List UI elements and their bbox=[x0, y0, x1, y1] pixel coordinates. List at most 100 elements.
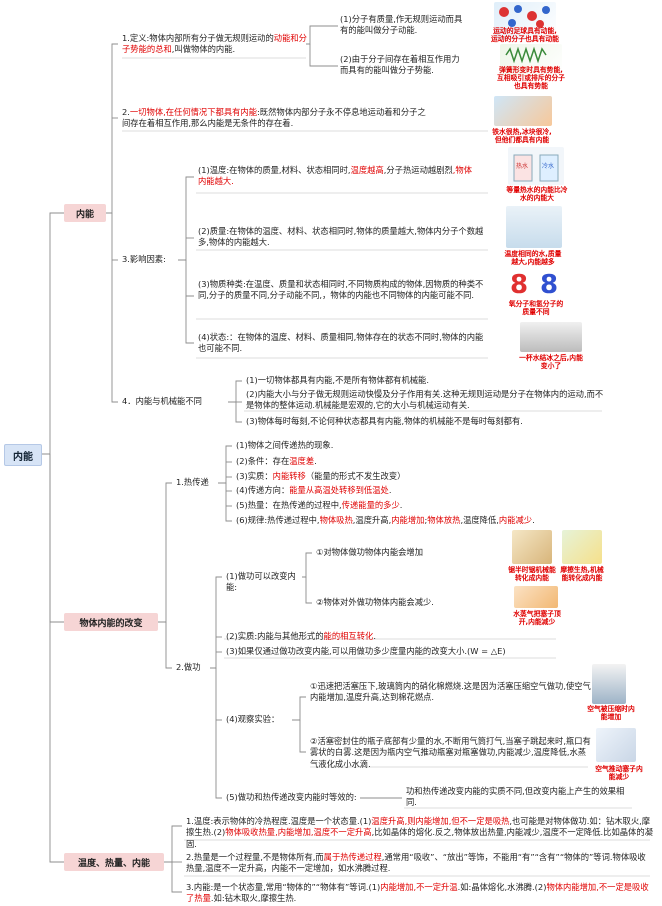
heat-transfer-3: (3)实质：内能转移（能量的形式不发生改变） bbox=[236, 471, 516, 482]
branch-change[interactable]: 物体内能的改变 bbox=[64, 613, 158, 631]
spring-icon bbox=[505, 46, 547, 64]
work-equivalent-detail: 功和热传递改变内能的实质不同,但改变内能上产生的效果相同. bbox=[406, 786, 625, 808]
heat-3-text: (3)实质： bbox=[236, 471, 273, 481]
water-ice-illustration bbox=[520, 322, 582, 352]
friction-caption: 摩擦生热,机械能转化成内能 bbox=[560, 566, 604, 582]
state-caption: 一杯水结冰之后,内能变小了 bbox=[519, 354, 583, 370]
compress-caption: 空气被压缩时内能增加 bbox=[587, 705, 635, 721]
kinetic-energy-node: (1)分子有质量,作无规则运动而具有的能叫做分子动能. bbox=[340, 14, 463, 36]
heat-6-t1: (6)规律:热传递过程中, bbox=[236, 515, 320, 525]
iron-ice-illustration bbox=[494, 96, 552, 126]
factor-mass-node: (2)质量:在物体的温度、材料、状态相同时,物体的质量越大,物体内分子个数越多,… bbox=[198, 226, 484, 248]
heat-transfer-4: (4)传递方向：能量从高温处转移到低温处. bbox=[236, 485, 516, 496]
temperature-h2: 物体吸收热量,内能增加,温度不一定升高 bbox=[225, 827, 372, 838]
piston-illustration bbox=[592, 664, 626, 704]
hydrogen-molecule-icon: 8 bbox=[540, 270, 559, 300]
always-text: :既然物体内部分子永不停息地运动着和分子之间存在着相互作用,那么内能是无条件的存… bbox=[122, 107, 426, 129]
molecule-motion-illustration bbox=[494, 2, 556, 40]
heat-q1: 2.热量是一个过程量,不是物体所有,而 bbox=[186, 852, 324, 862]
heat-transfer-5: (5)热量：在热传递的过程中,传递能量的多少. bbox=[236, 500, 516, 511]
spring-illustration bbox=[500, 44, 562, 76]
work-by-object: ②物体对外做功物体内能会减少. bbox=[316, 597, 434, 607]
mechanical-energy-label: 4．内能与机械能不同 bbox=[122, 396, 202, 406]
heat-5-highlight: 传递能量的多少 bbox=[341, 500, 400, 510]
heat-3-suffix: （能量的形式不发生改变） bbox=[305, 471, 406, 481]
temperature-t1: 1.温度:表示物体的冷热程度.温度是一个状态量.(1) bbox=[186, 816, 372, 826]
heat-6-h3: 物体放热 bbox=[427, 515, 461, 525]
heat-6-t3: ; bbox=[424, 515, 428, 525]
heat-transfer-1: (1)物体之间传递热的现象. bbox=[236, 440, 334, 450]
water-mass-illustration bbox=[506, 206, 562, 248]
branch-neineng[interactable]: 内能 bbox=[64, 204, 106, 222]
definition-suffix: ,叫做物体的内能. bbox=[171, 44, 236, 55]
material-caption: 氧分子和氢分子的质量不同 bbox=[508, 300, 564, 316]
bottle-pump-illustration bbox=[596, 728, 636, 762]
work-observe: (4)观察实验： bbox=[226, 714, 280, 724]
root-node[interactable]: 内能 bbox=[4, 444, 42, 466]
work-on-object: ①对物体做功物体内能会增加 bbox=[316, 547, 424, 557]
temp-mid: ,分子热运动越剧烈 bbox=[383, 165, 453, 175]
heat-4-text: (4)传递方向： bbox=[236, 485, 290, 495]
essence-highlight: 能的相互转化 bbox=[323, 631, 374, 641]
slide-illustration bbox=[562, 530, 602, 564]
steam-cork-illustration bbox=[514, 586, 558, 608]
work-essence: (2)实质:内能与其他形式的能的相互转化. bbox=[226, 631, 556, 642]
internal-u1: 3.内能:是一个状态量,常用“物体的”“物体有”等词.(1) bbox=[186, 882, 381, 892]
mechanical-diff-2: (2)内能大小与分子做无规则运动快慢及分子作用有关.这种无规则运动是分子在物体内… bbox=[246, 389, 604, 411]
definition-highlight: 动能和分子势能的总和 bbox=[122, 33, 307, 55]
always-has-internal-energy-node: 2.一切物体,在任何情况下都具有内能:既然物体内部分子永不停息地运动着和分子之间… bbox=[122, 107, 434, 130]
heat-q2: ,通常用“吸收”、“放出”等饰，不能用“有”“含有”“物体的”等词.物体吸收热量… bbox=[186, 852, 646, 874]
always-caption: 铁水很热,冰块很冷,但他们都具有内能 bbox=[492, 128, 552, 144]
heat-qh1: 属于热传递过程 bbox=[323, 852, 382, 862]
work-measure: (3)如果仅通过做功改变内能,可以用做功多少度量内能的改变大小.(W = △E) bbox=[226, 646, 506, 656]
heat-6-t2: ,温度升高, bbox=[352, 515, 392, 525]
mechanical-diff-1: (1)一切物体都具有内能,不是所有物体都有机械能. bbox=[246, 375, 429, 385]
temp-highlight-1: 温度越高 bbox=[350, 165, 384, 175]
temp-text: (1)温度:在物体的质量,材料、状态相同时, bbox=[198, 165, 351, 175]
molecule-dots-icon bbox=[499, 5, 550, 28]
temperature-h1: 温度升高,则内能增加,但不一定是吸热 bbox=[371, 816, 510, 826]
definition-text: 1.定义:物体内部所有分子做无规则运动的 bbox=[122, 33, 274, 43]
factor-temperature-node: (1)温度:在物体的质量,材料、状态相同时,温度越高,分子热运动越剧烈,物体内能… bbox=[198, 165, 474, 188]
essence-text: (2)实质:内能与其他形式的 bbox=[226, 631, 324, 641]
kinetic-caption: 运动的足球具有动能,运动的分子也具有动能 bbox=[491, 27, 559, 43]
temperature-caption: 等量热水的内能比冷水的内能大 bbox=[506, 186, 568, 202]
heat-transfer-label: 1.热传递 bbox=[176, 477, 209, 487]
work-equivalent: (5)做功和热传递改变内能时等效的: bbox=[226, 792, 357, 802]
heat-transfer-2: (2)条件：存在温度差. bbox=[236, 456, 476, 467]
mechanical-diff-3: (3)物体每时每刻,不论何种状态都具有内能,物体的机械能不是每时每刻都有. bbox=[246, 416, 523, 426]
experiment-1: ①迅速把活塞压下,玻璃筒内的硝化棉燃烧.这是因为活塞压缩空气做功,使空气内能增加… bbox=[310, 681, 591, 703]
heat-6-h2: 内能增加 bbox=[391, 515, 425, 525]
temp-highlight-2: ,物体内能越大. bbox=[198, 165, 473, 187]
relation-heat: 2.热量是一个过程量,不是物体所有,而属于热传递过程,通常用“吸收”、“放出”等… bbox=[186, 852, 654, 875]
heat-2-highlight: 温度差 bbox=[289, 456, 315, 466]
heat-3-highlight: 内能转移 bbox=[272, 471, 306, 481]
temperature-t3: ,比如晶体的熔化.反之,物体放出热量,内能减少,温度不一定降低.比如晶体的凝固. bbox=[186, 827, 653, 849]
heat-5-suffix: . bbox=[399, 500, 403, 510]
work-can-change: (1)做功可以改变内能: bbox=[226, 571, 296, 593]
steam-caption: 水蒸气把塞子顶开,内能减少 bbox=[513, 610, 561, 626]
cold-water-label: 冷水 bbox=[542, 163, 555, 170]
factors-label: 3.影响因素: bbox=[122, 254, 166, 264]
factor-state-node: (4)状态:：在物体的温度、材料、质量相同,物体存在的状态不同时,物体的内能也可… bbox=[198, 332, 484, 354]
heat-2-suffix: . bbox=[314, 456, 317, 466]
potential-energy-node: (2)由于分子间存在着相互作用力而具有的能叫做分子势能. bbox=[340, 54, 460, 76]
relation-temperature: 1.温度:表示物体的冷热程度.温度是一个状态量.(1)温度升高,则内能增加,但不… bbox=[186, 816, 654, 850]
always-highlight: 一切物体,在任何情况下都具有内能 bbox=[129, 107, 258, 117]
beakers-icon bbox=[513, 154, 559, 182]
experiment-2: ②活塞密封住的瓶子底部有少量的水,不断用气筒打气,当塞子跳起来时,瓶口有雾状的白… bbox=[310, 736, 591, 769]
always-prefix: 2. bbox=[122, 107, 130, 117]
heat-6-h1: 物体吸热 bbox=[319, 515, 353, 525]
temperature-t2: ,也可能是对物体做功.如：钻木取火,摩擦生热.(2) bbox=[186, 816, 651, 838]
heat-6-h4: 内能减少 bbox=[498, 515, 533, 525]
heat-6-t4: ,温度降低, bbox=[460, 515, 499, 525]
internal-uh1: 内能增加,不一定升温 bbox=[380, 882, 458, 892]
cork-caption: 空气推动塞子内能减少 bbox=[595, 765, 643, 781]
essence-suffix: . bbox=[373, 631, 376, 641]
hot-cold-water-illustration: 热水 冷水 bbox=[508, 147, 564, 185]
heat-transfer-6: (6)规律:热传递过程中,物体吸热,温度升高,内能增加;物体放热,温度降低,内能… bbox=[236, 515, 616, 526]
branch-relation[interactable]: 温度、热量、内能 bbox=[64, 853, 164, 871]
internal-u3: .如:钻木取火,摩擦生热. bbox=[210, 893, 297, 904]
